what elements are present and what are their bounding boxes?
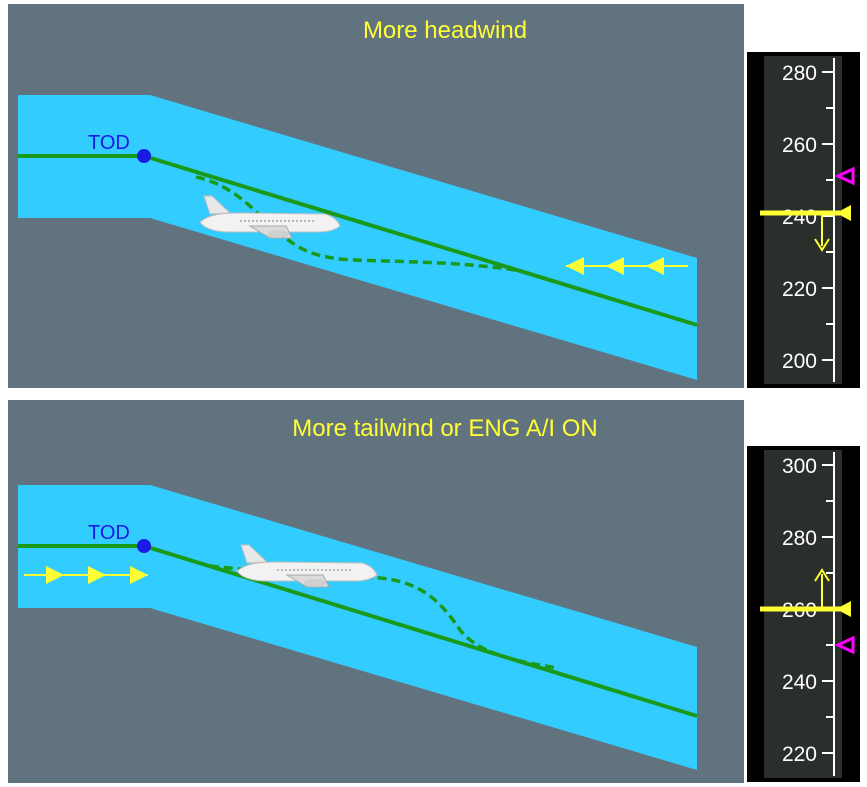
arrow-left-icon	[646, 257, 664, 275]
arrow-left-icon	[606, 257, 624, 275]
tod-marker-a	[137, 149, 151, 163]
headwind-arrows-a	[566, 257, 688, 275]
speed-tape-tick-label: 260	[782, 134, 817, 157]
speed-tape-a-background	[764, 56, 842, 384]
actual-path-dashed-a	[195, 175, 516, 272]
speed-tape-tick-label: 240	[782, 671, 817, 694]
arrow-right-icon	[46, 566, 64, 584]
descent-corridor-b	[18, 485, 697, 770]
speed-tape-tick-label: 300	[782, 455, 817, 478]
speed-tape-tick-label: 280	[782, 62, 817, 85]
panel-a: More headwind TOD	[8, 4, 744, 388]
arrow-right-icon	[130, 566, 148, 584]
panel-b: More tailwind or ENG A/I ON TOD	[8, 400, 744, 783]
speed-tape-b-background	[764, 450, 842, 778]
arrow-left-icon	[566, 257, 584, 275]
panel-divider	[8, 393, 860, 398]
current-speed-symbol-b	[760, 568, 851, 617]
tod-label-a: TOD	[88, 132, 130, 154]
case-b-label: Case b)	[775, 415, 859, 442]
aircraft-icon-a	[199, 195, 341, 239]
tod-label-b: TOD	[88, 522, 130, 544]
descent-corridor-a	[18, 95, 697, 380]
aircraft-icon-b	[236, 544, 378, 588]
arrow-right-icon	[88, 566, 106, 584]
speed-tape-tick-label: 280	[782, 527, 817, 550]
speed-tape-tick-label: 220	[782, 278, 817, 301]
speed-limit-marker-b	[834, 635, 855, 655]
speed-tape-b: Case b) 300280260240220	[747, 415, 860, 782]
case-a-label: Case a)	[775, 17, 859, 44]
tailwind-arrows-b	[24, 566, 148, 584]
speed-tape-tick-label: 200	[782, 350, 817, 373]
tod-marker-b	[137, 539, 151, 553]
speed-tape-tick-label: 240	[782, 206, 817, 229]
speed-trend-arrow-up-icon	[814, 568, 830, 582]
current-speed-symbol-a	[760, 205, 851, 252]
speed-tape-a-ticks: 280 260 240 220 200	[782, 62, 834, 373]
speed-limit-marker-a	[834, 166, 855, 186]
speed-tape-a: Case a) 280 260 240 220 200	[747, 17, 860, 388]
speed-tape-tick-label: 220	[782, 743, 817, 766]
panel-b-title: More tailwind or ENG A/I ON	[292, 415, 597, 442]
panel-a-title: More headwind	[363, 17, 527, 44]
speed-trend-arrow-down-icon	[814, 238, 830, 252]
